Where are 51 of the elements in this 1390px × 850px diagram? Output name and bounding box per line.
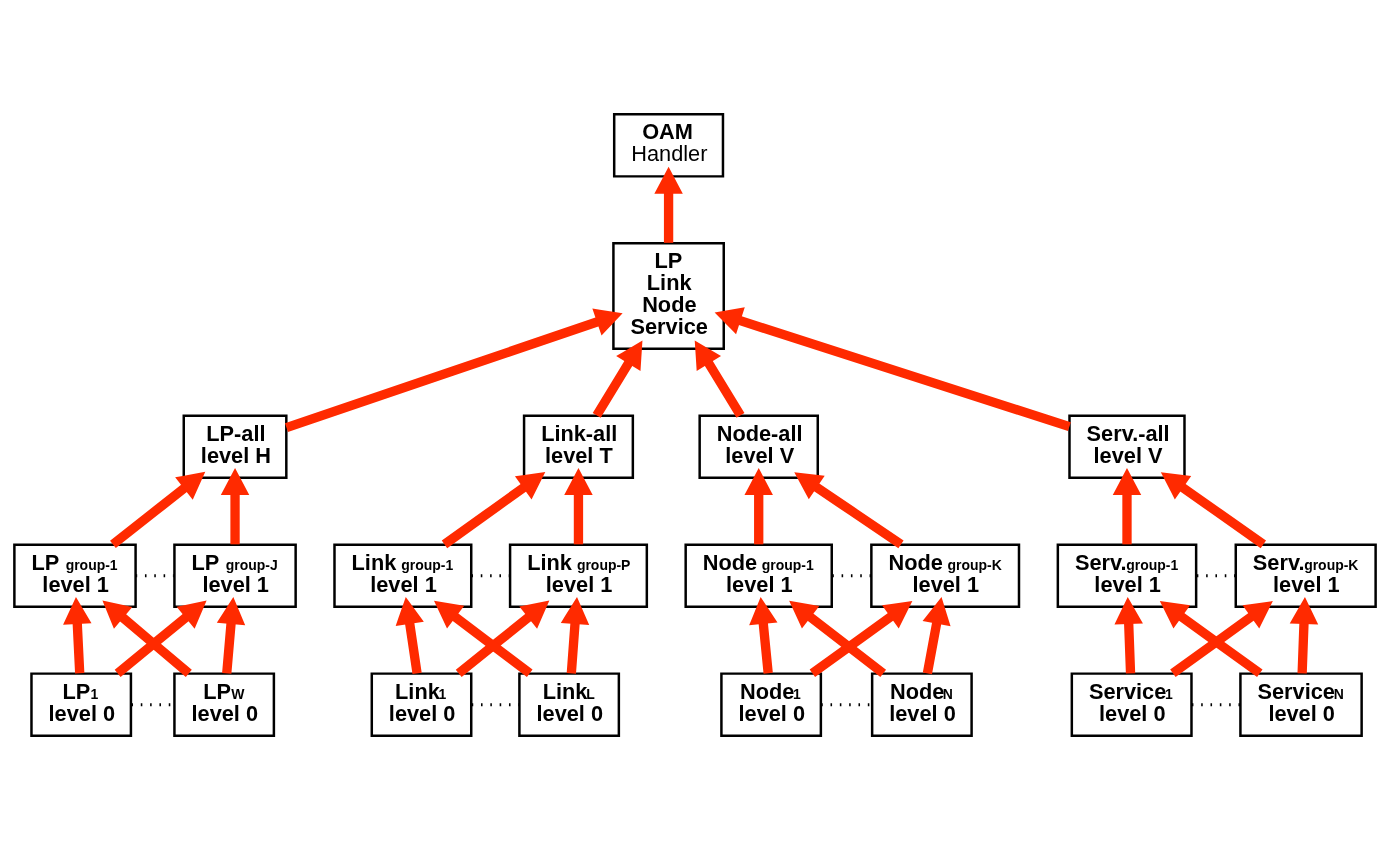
arrow [794, 472, 904, 549]
node-box: Service1 level 0 [1070, 672, 1193, 738]
node-box: OAM Handler [612, 112, 725, 178]
node-box: Link1 level 0 [370, 672, 473, 738]
arrow [284, 308, 623, 433]
arrow [395, 597, 424, 674]
arrow [441, 472, 546, 549]
arrow [560, 596, 590, 674]
arrow [809, 601, 913, 678]
arrow [922, 597, 951, 675]
node-box: Node1 level 0 [720, 672, 823, 738]
arrow [434, 600, 533, 678]
node-box: Node-all level V [698, 414, 819, 480]
arrow [592, 340, 643, 418]
arrow [216, 596, 246, 674]
node-box: Link group-P level 1 [508, 543, 649, 609]
node-box: NodeN level 0 [870, 672, 973, 738]
node-box: LP-all level H [182, 414, 288, 480]
arrow [1114, 596, 1143, 674]
node-box: LP group-J level 1 [173, 543, 297, 609]
arrow [654, 166, 683, 243]
arrow [220, 467, 250, 545]
arrow [1159, 601, 1263, 678]
node-box: ServiceN level 0 [1239, 672, 1363, 738]
arrow [1160, 472, 1267, 549]
node-box: LP1 level 0 [30, 672, 133, 738]
node-box: Serv.group-1 level 1 [1056, 543, 1198, 609]
node-box: LinkL level 0 [518, 672, 621, 738]
node-box: Node group-1 level 1 [684, 543, 833, 609]
arrow [102, 600, 192, 677]
arrow [1112, 467, 1142, 545]
arrow [1170, 601, 1273, 678]
arrow [789, 600, 887, 677]
node-box: Serv.-all level V [1068, 414, 1186, 480]
node-box: LPW level 0 [173, 672, 276, 738]
arrow [114, 600, 207, 677]
node-box: Link-all level T [522, 414, 635, 480]
node-box: LP Link Node Service [612, 241, 725, 351]
arrow [455, 600, 550, 677]
arrow [694, 340, 745, 418]
arrow [714, 307, 1071, 432]
node-box: LP group-1 level 1 [13, 543, 137, 609]
arrow [744, 467, 773, 545]
arrow [749, 596, 778, 674]
node-box: Node group-K level 1 [870, 543, 1021, 609]
arrow [564, 467, 593, 545]
arrow [63, 596, 92, 674]
node-box: Serv.group-K level 1 [1234, 543, 1377, 609]
node-box: Link group-1 level 1 [333, 543, 473, 609]
arrow [110, 471, 206, 548]
arrow [1289, 596, 1319, 674]
